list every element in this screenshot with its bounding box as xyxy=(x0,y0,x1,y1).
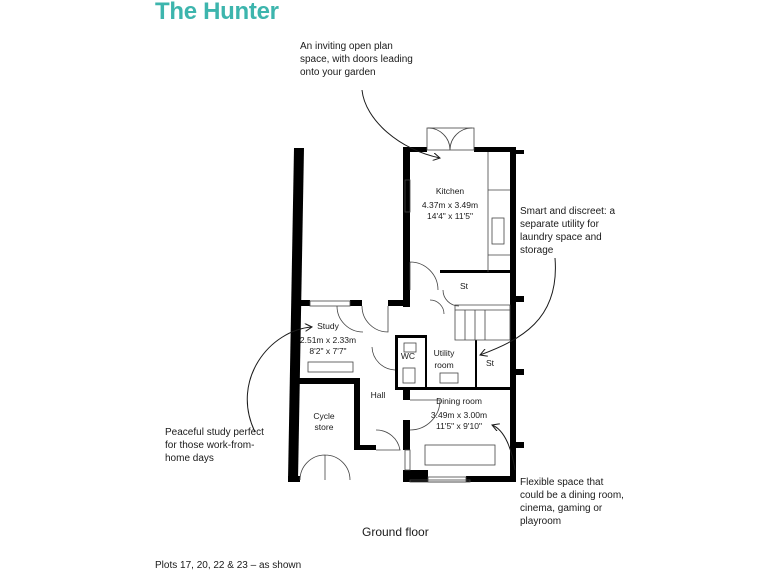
kitchen-name: Kitchen xyxy=(436,186,465,196)
walls xyxy=(288,147,524,482)
page-title: The Hunter xyxy=(155,0,279,25)
kitchen-annotation: An inviting open plan space, with doors … xyxy=(300,41,413,78)
floor-label: Ground floor xyxy=(362,525,429,539)
utility-arrow xyxy=(480,257,556,355)
fixtures xyxy=(299,127,511,483)
store-label-2: St xyxy=(486,358,495,368)
dining-name: Dining room xyxy=(436,396,482,406)
dining-annotation: Flexible space that could be a dining ro… xyxy=(520,477,624,527)
study-name: Study xyxy=(317,321,339,331)
dining-imperial: 11'5" x 9'10" xyxy=(436,421,482,431)
kitchen-arrow xyxy=(361,89,440,158)
room-labels: Kitchen 4.37m x 3.49m 14'4" x 11'5" St S… xyxy=(300,186,495,432)
study-imperial: 8'2" x 7'7" xyxy=(309,346,346,356)
utility-annotation: Smart and discreet: a separate utility f… xyxy=(520,206,616,256)
utility-label-1: Utility xyxy=(434,348,456,358)
kitchen-imperial: 14'4" x 11'5" xyxy=(427,211,473,221)
kitchen-metric: 4.37m x 3.49m xyxy=(422,200,478,210)
annotation-arrows xyxy=(246,89,556,471)
study-annotation: Peaceful study perfect for those work-fr… xyxy=(165,427,264,464)
cycle-label-2: store xyxy=(315,422,334,432)
store-label: St xyxy=(460,281,469,291)
study-arrow xyxy=(246,327,312,433)
cycle-label-1: Cycle xyxy=(313,411,335,421)
wc-label: WC xyxy=(401,351,415,361)
utility-label-2: room xyxy=(434,360,453,370)
dining-arrow xyxy=(492,425,516,471)
hall-label: Hall xyxy=(371,390,386,400)
dining-metric: 3.49m x 3.00m xyxy=(431,410,487,420)
study-metric: 2.51m x 2.33m xyxy=(300,335,356,345)
plots-note: Plots 17, 20, 22 & 23 – as shown xyxy=(155,560,302,571)
